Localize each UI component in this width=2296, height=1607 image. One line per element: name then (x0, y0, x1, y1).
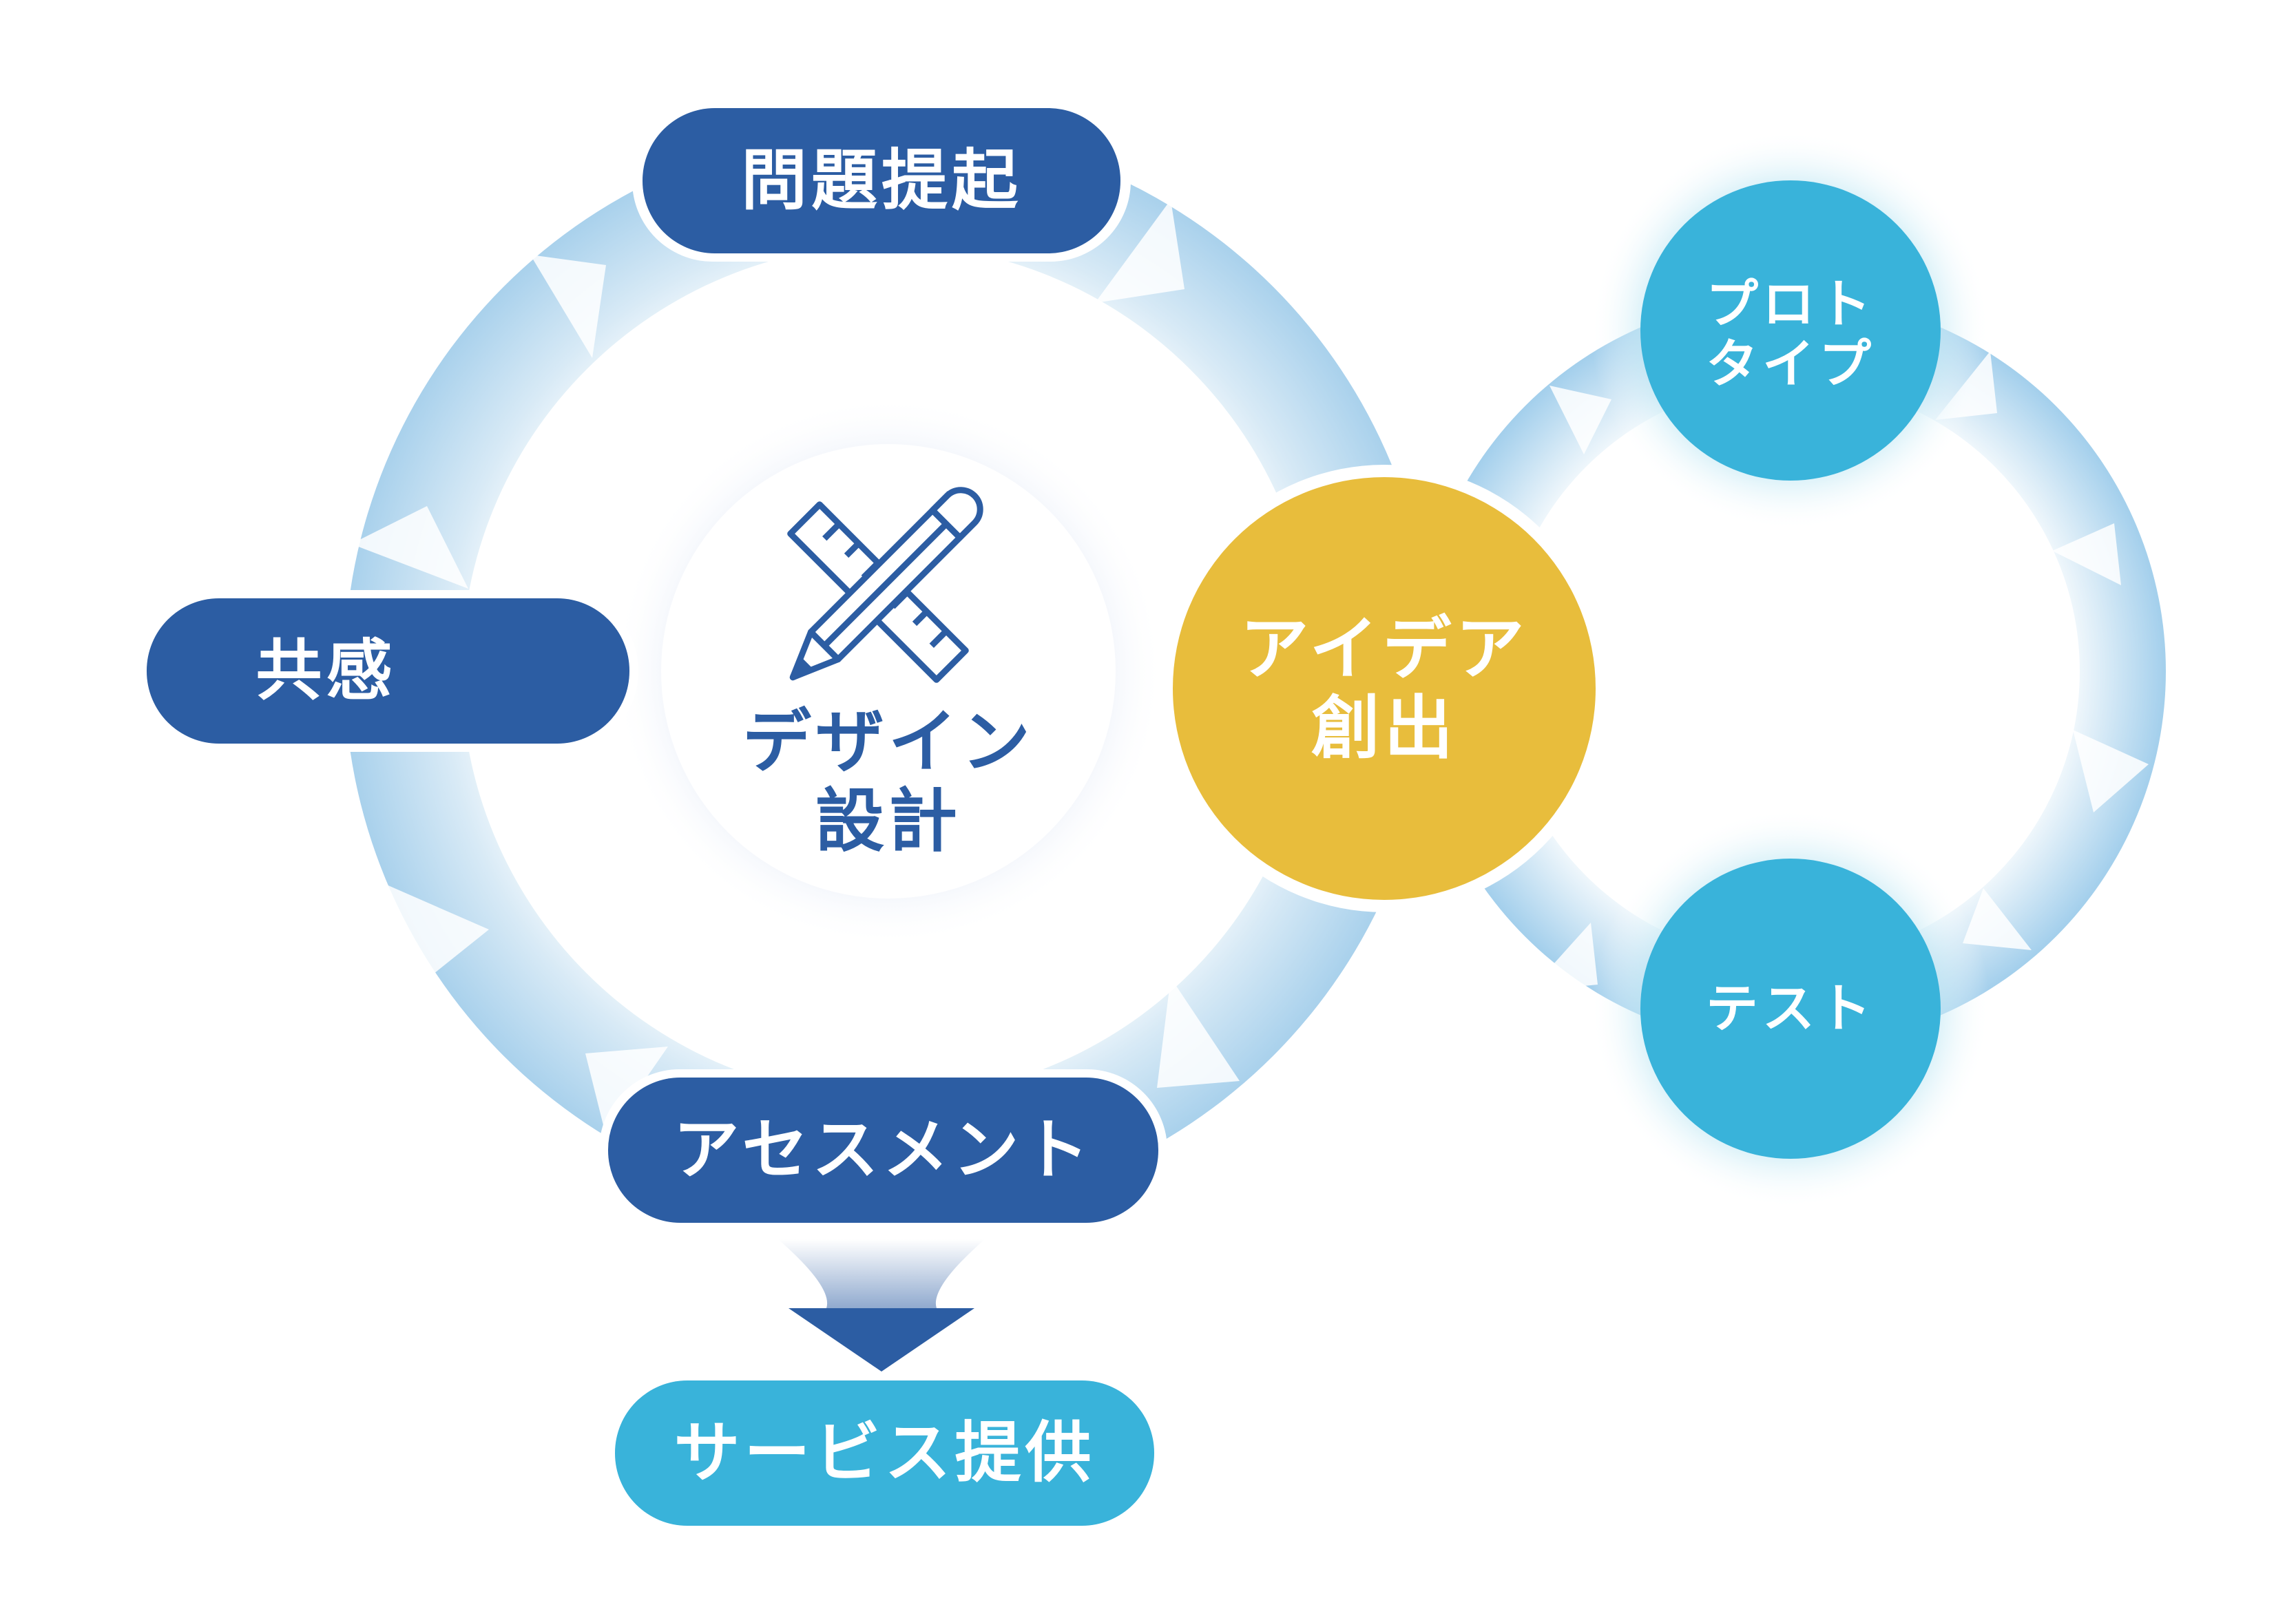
down-arrow (778, 1239, 985, 1370)
assessment-pill (608, 1078, 1158, 1223)
center-title: デザイン 設計 (716, 699, 1061, 864)
problem-pill (643, 108, 1120, 253)
down-arrow-head (789, 1308, 974, 1372)
idea-circle (1173, 477, 1596, 900)
prototype-label-line2: タイプ (1706, 333, 1875, 395)
empathy-label: 共感 (255, 632, 397, 710)
idea-label-line1: アイデア (1240, 609, 1529, 689)
center-title-line1: デザイン (742, 702, 1034, 782)
prototype-label-line1: プロト (1706, 273, 1875, 335)
test-circle (1640, 859, 1941, 1159)
test-label: テスト (1706, 978, 1875, 1040)
center-title-line2: 設計 (815, 781, 961, 861)
pencil-ruler-icon (787, 487, 983, 683)
center-circle (661, 444, 1116, 899)
prototype-label: プロト タイプ (1653, 272, 1928, 396)
problem-label: 問題提起 (741, 142, 1022, 220)
empathy-pill (147, 598, 629, 744)
right-cycle-inner (1501, 382, 2080, 960)
service-label: サービス提供 (674, 1414, 1096, 1492)
prototype-circle (1640, 180, 1941, 481)
service-pill (615, 1380, 1154, 1526)
assessment-label: アセスメント (673, 1111, 1094, 1189)
main-cycle-arrowheads (351, 200, 1240, 1136)
idea-label: アイデア 創出 (1198, 599, 1570, 778)
idea-label-line2: 創出 (1311, 688, 1457, 768)
